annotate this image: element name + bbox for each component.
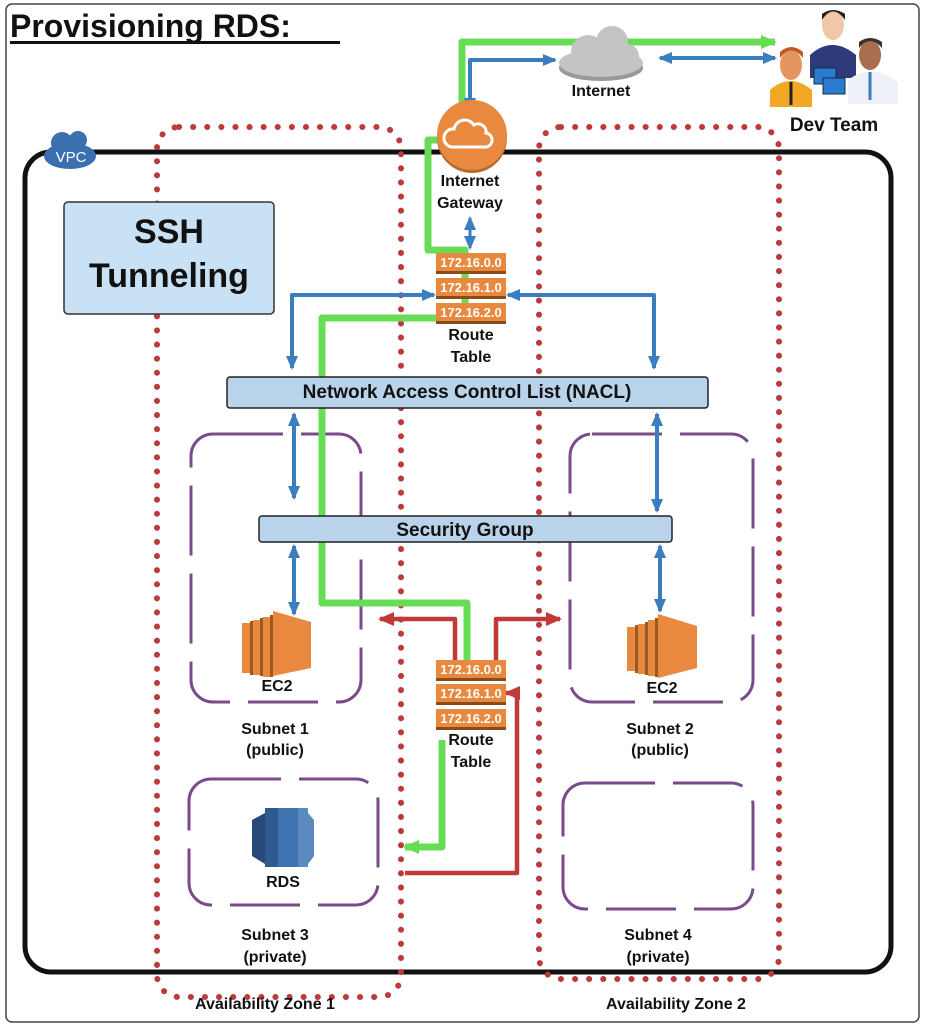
subnet-3-name: Subnet 3 xyxy=(241,927,309,944)
subnet-1-boundary xyxy=(189,432,363,704)
availability-zone-1-boundary xyxy=(154,124,404,1000)
route-table-bottom: 172.16.0.0 172.16.1.0 172.16.2.0 xyxy=(436,660,506,730)
routetable-nacl-right-arrow xyxy=(506,289,660,370)
ec2-icon-subnet-2 xyxy=(627,614,697,678)
subnet-4-type: (private) xyxy=(626,949,689,966)
rds-routetable-red-arrow xyxy=(405,686,520,876)
dev-team-label: Dev Team xyxy=(790,115,878,136)
routetable-nacl-left-arrow xyxy=(286,289,436,370)
route-table-top-row-3: 172.16.2.0 xyxy=(440,305,501,320)
ssh-tunneling-line-1: SSH xyxy=(134,213,204,251)
route-table-bottom-row-3: 172.16.2.0 xyxy=(440,711,501,726)
igw-internet-arrow xyxy=(464,54,557,112)
routetable-subnet1-red-arrow xyxy=(378,612,458,660)
route-table-top-label-line-2: Table xyxy=(451,349,492,366)
route-table-top-label-line-1: Route xyxy=(448,327,493,344)
availability-zone-1-label: Availability Zone 1 xyxy=(195,996,335,1013)
internet-gateway-label-line-1: Internet xyxy=(441,173,500,190)
nacl-panel xyxy=(226,376,709,409)
ssh-path-to-rds xyxy=(403,740,446,854)
route-table-bottom-label-line-1: Route xyxy=(448,732,493,749)
subnet-4-name: Subnet 4 xyxy=(624,927,692,944)
dev-team-icon xyxy=(770,10,898,107)
title-underline xyxy=(10,41,340,44)
outer-frame xyxy=(5,3,920,1023)
ssh-tunneling-line-2: Tunneling xyxy=(89,257,249,295)
routetable-subnet2-red-arrow xyxy=(493,612,562,680)
rds-icon xyxy=(252,808,314,867)
route-table-bottom-label-line-2: Table xyxy=(451,754,492,771)
ssh-tunneling-badge xyxy=(63,201,275,315)
route-table-bottom-row-2: 172.16.1.0 xyxy=(440,686,501,701)
vpc-label: VPC xyxy=(56,149,87,166)
subnet-3-type: (private) xyxy=(243,949,306,966)
page-title: Provisioning RDS: xyxy=(10,8,291,44)
availability-zone-2-label: Availability Zone 2 xyxy=(606,996,746,1013)
vpc-cloud-icon: VPC xyxy=(44,131,96,169)
subnet-1-type: (public) xyxy=(246,742,304,759)
subnet-3-boundary xyxy=(187,777,380,907)
route-table-bottom-row-1: 172.16.0.0 xyxy=(440,662,501,677)
internet-gateway-label-line-2: Gateway xyxy=(437,195,503,212)
internet-cloud-icon xyxy=(559,26,643,81)
ec2-icon-subnet-1 xyxy=(242,611,311,677)
subnet-4-boundary xyxy=(561,781,755,911)
subnet-2-type: (public) xyxy=(631,742,689,759)
security-group-panel xyxy=(258,515,673,543)
security-group-label: Security Group xyxy=(396,520,533,541)
subnet-1-resource-label: EC2 xyxy=(261,678,292,695)
route-table-top: 172.16.0.0 172.16.1.0 172.16.2.0 xyxy=(436,253,506,324)
subnet-2-resource-label: EC2 xyxy=(646,680,677,697)
internet-label: Internet xyxy=(572,83,631,100)
subnet-2-name: Subnet 2 xyxy=(626,721,694,738)
nacl-label: Network Access Control List (NACL) xyxy=(303,382,632,403)
internet-gateway-icon xyxy=(437,100,507,173)
route-table-top-row-1: 172.16.0.0 xyxy=(440,255,501,270)
subnet-3-resource-label: RDS xyxy=(266,874,300,891)
ssh-path-to-dev-team xyxy=(458,35,777,128)
subnet-1-name: Subnet 1 xyxy=(241,721,309,738)
availability-zone-2-boundary xyxy=(536,124,782,982)
route-table-top-row-2: 172.16.1.0 xyxy=(440,280,501,295)
